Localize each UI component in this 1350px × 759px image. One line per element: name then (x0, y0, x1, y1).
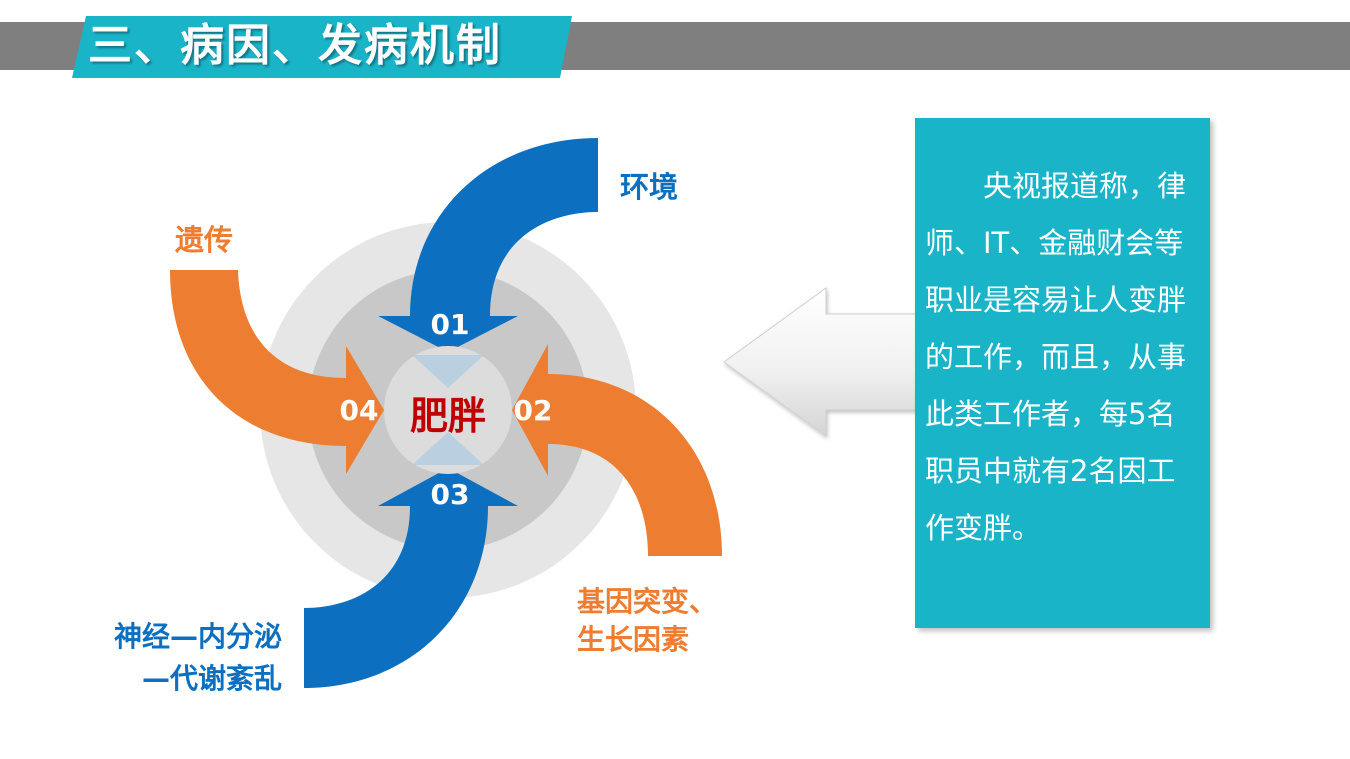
label-neuro-endocrine-line1: 神经—内分泌 (113, 620, 282, 653)
center-label: 肥胖 (409, 394, 486, 438)
page-title: 三、病因、发病机制 (88, 20, 502, 71)
center-overlap-bottom (412, 432, 484, 465)
label-gene-mutation-line1: 基因突变、 (577, 585, 718, 618)
title-tab (72, 16, 572, 78)
label-gene-mutation: 基因突变、 生长因素 (577, 583, 717, 659)
info-text: 央视报道称，律师、IT、金融财会等职业是容易让人变胖的工作，而且，从事此类工作者… (925, 169, 1187, 545)
label-gene-mutation-line2: 生长因素 (577, 623, 690, 656)
arrow-01-environment (378, 138, 598, 352)
center-overlap-top (412, 355, 484, 388)
arrow-03-neuro-endocrine (304, 468, 518, 688)
label-heredity: 遗传 (175, 223, 234, 257)
label-neuro-endocrine: 神经—内分泌 —代谢紊乱 (92, 616, 282, 700)
info-box: 央视报道称，律师、IT、金融财会等职业是容易让人变胖的工作，而且，从事此类工作者… (915, 118, 1210, 628)
label-neuro-endocrine-line2: —代谢紊乱 (141, 662, 282, 695)
factor-num-02: 02 (513, 394, 553, 427)
arrow-04-heredity (170, 270, 384, 474)
label-environment: 环境 (620, 170, 679, 204)
factor-num-03: 03 (430, 478, 470, 511)
pointer-arrow (723, 287, 927, 437)
center-circle (384, 346, 512, 474)
factor-num-01: 01 (430, 308, 470, 341)
factor-num-04: 04 (339, 394, 379, 427)
arrow-02-gene-mutation (512, 344, 722, 556)
